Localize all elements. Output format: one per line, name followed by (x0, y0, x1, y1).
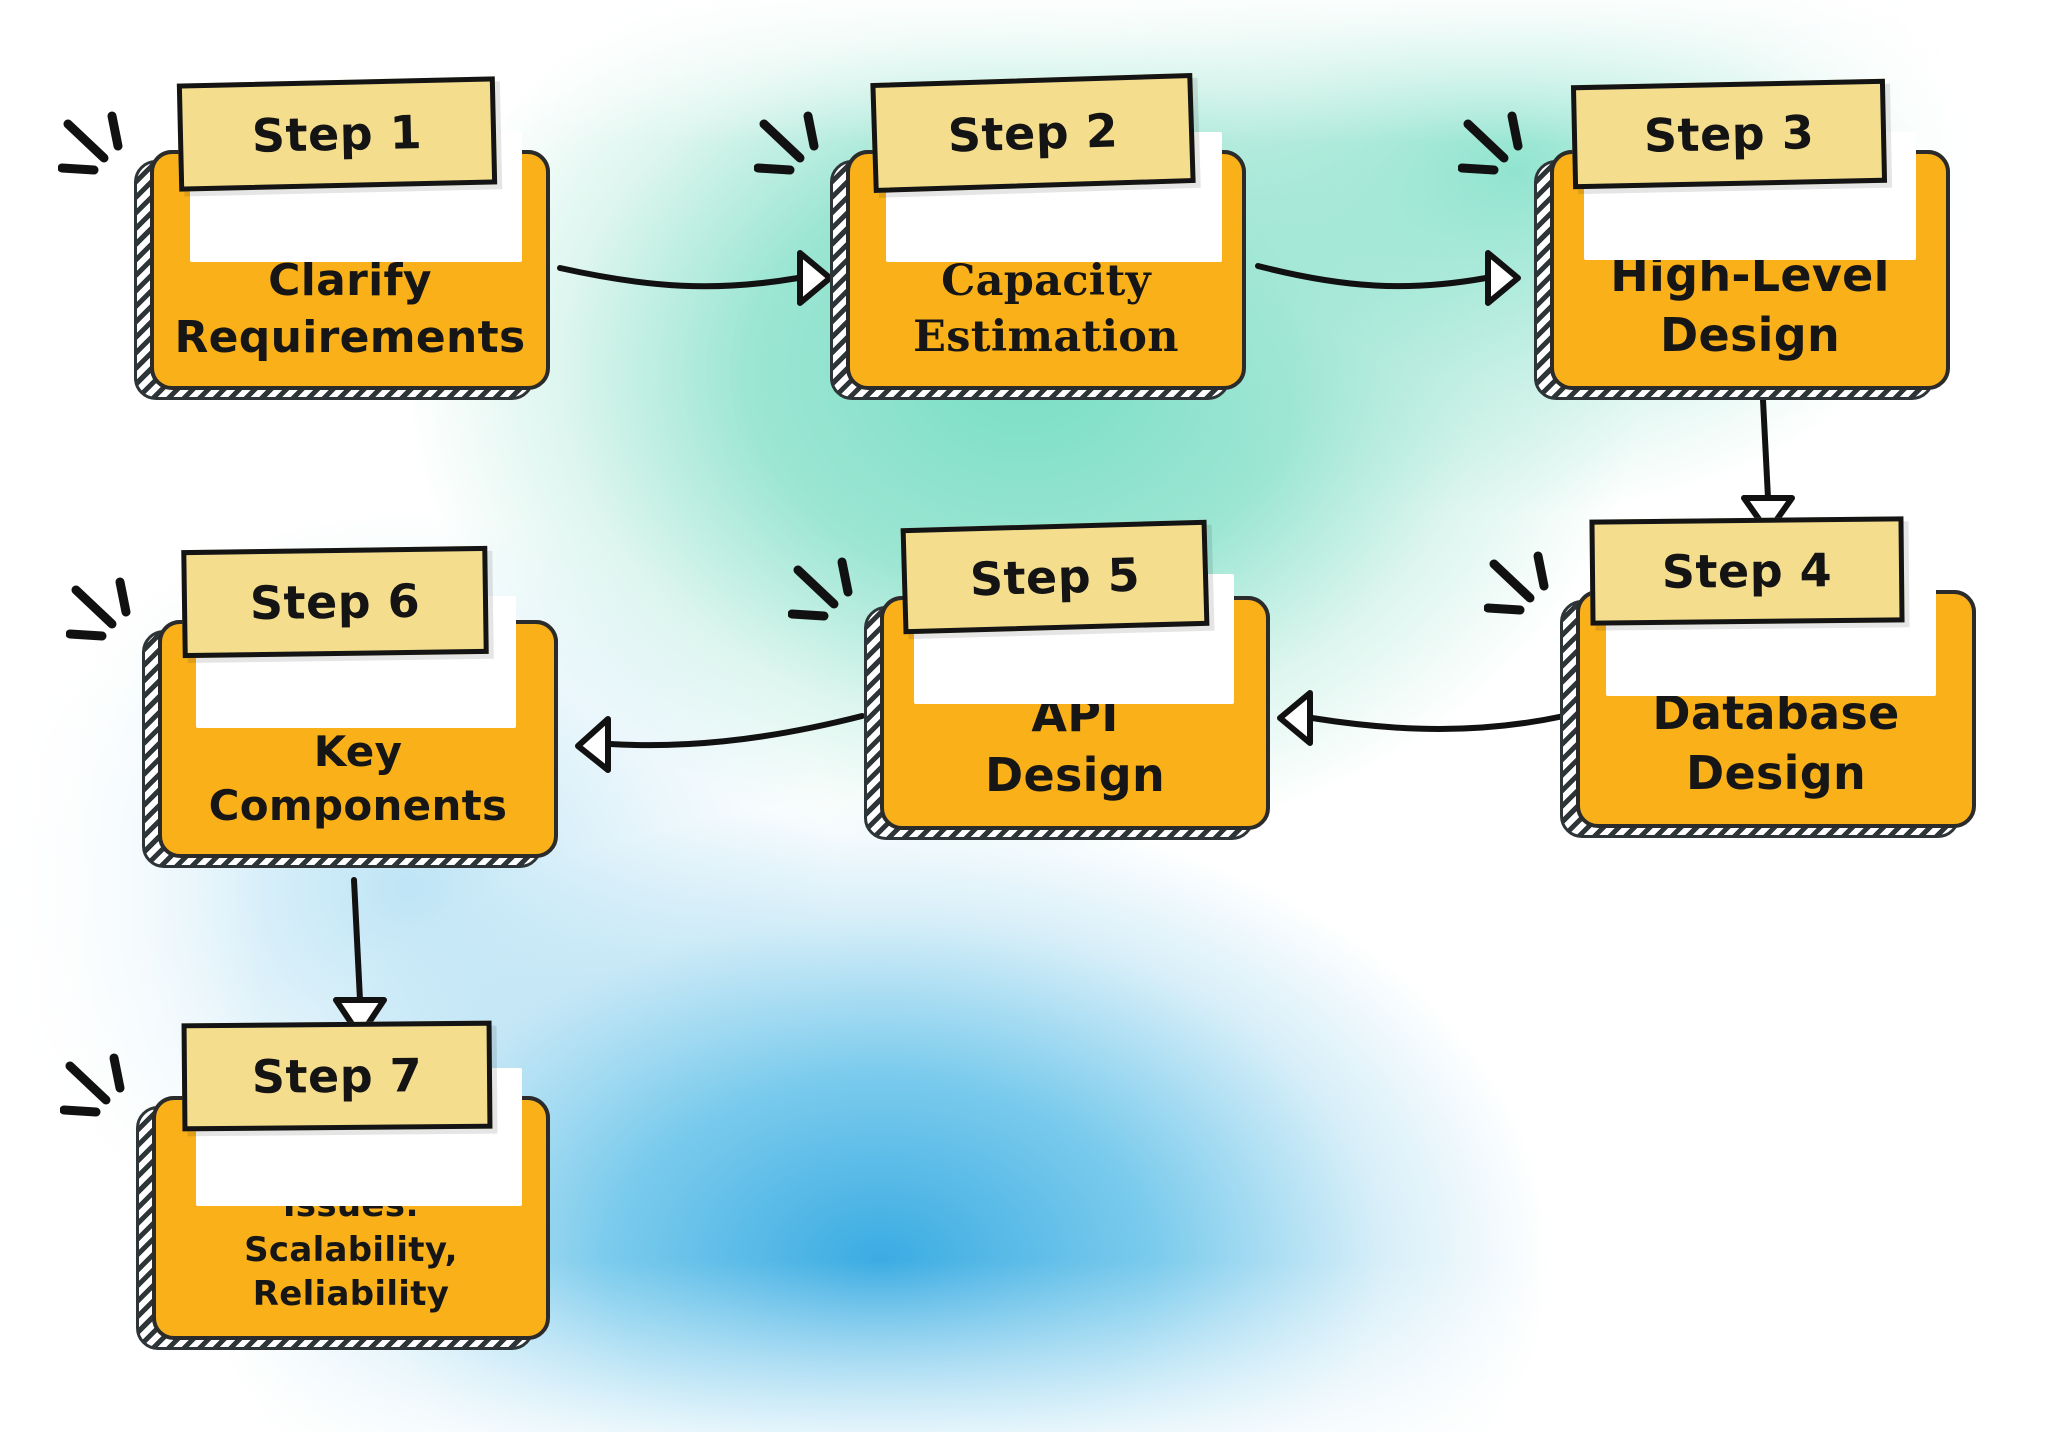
step-tab-label: Step 1 (251, 105, 423, 163)
node-step4[interactable]: Database Design Step 4 (1484, 516, 1976, 838)
node-step2[interactable]: Capacity Estimation Step 2 (754, 72, 1246, 400)
step-tab-label: Step 6 (249, 573, 421, 631)
node-step3[interactable]: High-Level Design Step 3 (1458, 78, 1950, 400)
node-step1[interactable]: Clarify Requirements Step 1 (58, 76, 550, 400)
step-tab[interactable]: Step 2 (870, 72, 1196, 194)
step-tab-label: Step 2 (947, 103, 1119, 163)
step-tab[interactable]: Step 1 (176, 76, 498, 192)
node-label: High-Level Design (1610, 248, 1890, 363)
edge-step3-to-step4 (1741, 397, 1795, 535)
step-tab[interactable]: Step 7 (181, 1020, 493, 1132)
node-step6[interactable]: Dive into Key Components Step 6 (66, 545, 558, 868)
node-step7[interactable]: Address Key Issues: Scalability, Reliabi… (60, 1020, 550, 1350)
node-label: Capacity Estimation (913, 256, 1179, 363)
edge-step1-to-step2 (557, 250, 833, 306)
step-tab[interactable]: Step 4 (1589, 516, 1905, 626)
edge-step2-to-step3 (1255, 250, 1521, 306)
node-label: Database Design (1652, 686, 1900, 801)
page-title: System Design Interview Steps (0, 21, 1, 22)
edge-step6-to-step7 (333, 877, 387, 1039)
step-tab-label: Step 3 (1643, 105, 1815, 163)
edge-step5-to-step6 (575, 713, 865, 773)
step-tab-label: Step 7 (251, 1048, 423, 1104)
node-label: Clarify Requirements (174, 254, 526, 363)
step-tab[interactable]: Step 3 (1570, 78, 1888, 190)
node-step5[interactable]: API Design Step 5 (788, 519, 1270, 840)
node-label: API Design (984, 688, 1165, 803)
step-tab-label: Step 4 (1661, 543, 1833, 599)
step-tab[interactable]: Step 5 (900, 519, 1210, 635)
step-tab[interactable]: Step 6 (181, 545, 489, 659)
edge-step4-to-step5 (1277, 690, 1567, 746)
step-tab-label: Step 5 (969, 547, 1141, 607)
